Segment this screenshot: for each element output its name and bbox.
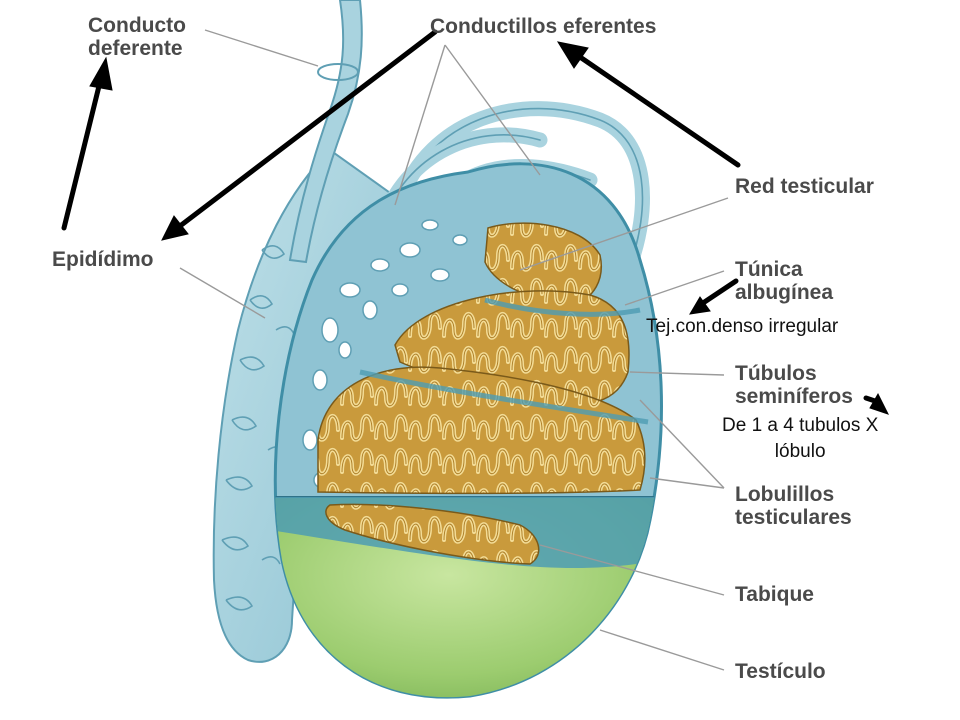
label-conductillos-eferentes: Conductillos eferentes [430,15,657,38]
label-tubulos-seminiferos: Túbulos seminíferos [735,362,853,408]
septa [359,297,649,425]
testis [273,162,663,699]
label-red-testicular: Red testicular [735,175,874,198]
label-tabique: Tabique [735,583,814,606]
rete-testis [302,219,468,488]
note-tejido-conectivo: Tej.con.denso irregular [646,316,839,337]
seminiferous-tubules [317,222,646,565]
note-tubulos-por-lobulo: De 1 a 4 tubulos X lóbulo [722,415,879,462]
arrowhead-icon [869,392,889,415]
annotation-arrows [61,29,889,415]
vas-deferens [288,0,363,264]
arrow-to-tejido [697,278,739,308]
arrow-to-epididimo [177,29,438,229]
label-tunica-albuginea: Túnica albugínea [735,258,834,304]
label-testiculo: Testículo [735,660,826,683]
label-epididimo: Epidídimo [52,248,154,271]
arrowhead-icon [689,296,711,315]
arrowhead-icon [161,215,189,241]
arrow-to-conducto-deferente [61,79,103,231]
arrow-to-conductillos [577,54,741,168]
leader-lines [179,29,729,671]
arrowhead-icon [556,41,589,69]
label-lobulillos-testiculares: Lobulillos testiculares [735,483,852,529]
arrowhead-icon [89,56,113,91]
label-conducto-deferente: Conducto deferente [88,14,186,60]
